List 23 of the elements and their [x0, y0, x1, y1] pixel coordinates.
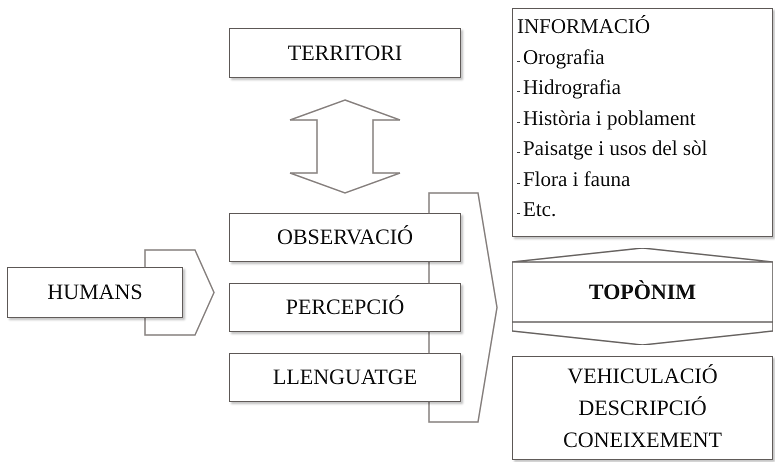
box-label: Paisatge i usos del sòl — [517, 133, 708, 164]
heading-text: INFORMACIÓ — [517, 13, 650, 40]
process-box — [229, 213, 461, 262]
box-label: HUMANS — [47, 279, 143, 306]
box-label: LLENGUATGE — [272, 364, 418, 391]
band-shape — [512, 248, 773, 345]
process-box — [7, 267, 183, 318]
info-box — [512, 8, 773, 237]
box-label: Hidrografia — [517, 72, 621, 102]
box-label: TERRITORI — [288, 40, 402, 66]
process-box — [512, 356, 773, 460]
process-box — [229, 353, 461, 402]
box-label: VEHICULACIÓ DESCRIPCIÓ CONEIXEMENT — [562, 362, 723, 454]
box-label: PERCEPCIÓ — [286, 294, 404, 321]
block-arrow — [289, 99, 401, 194]
process-box — [229, 283, 461, 332]
box-label: Història i poblament — [517, 102, 696, 133]
box-label: OBSERVACIÓ — [277, 224, 413, 251]
box-label: Flora i fauna — [517, 164, 630, 194]
box-label: TOPÒNIM — [588, 279, 696, 306]
process-box — [229, 28, 461, 78]
box-label: Orografia — [517, 42, 605, 72]
box-label: Etc. — [517, 194, 556, 224]
